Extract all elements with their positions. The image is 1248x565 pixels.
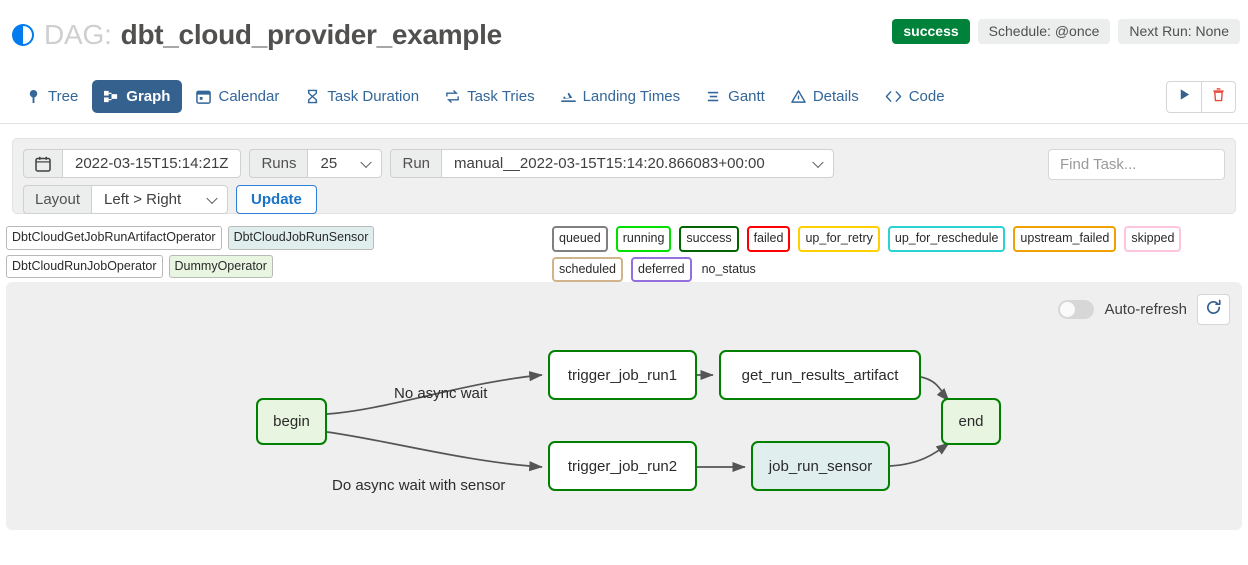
legend-operator-chip[interactable]: DbtCloudRunJobOperator [6, 254, 163, 278]
graph-node-trigger-job-run2[interactable]: trigger_job_run2 [548, 441, 697, 491]
legend-state-deferred[interactable]: deferred [631, 256, 692, 282]
tab-label: Graph [126, 88, 171, 105]
legend-states: queued running success failed up_for_ret… [552, 226, 1242, 282]
tab-tree[interactable]: Tree [14, 80, 90, 113]
graph-node-job-run-sensor[interactable]: job_run_sensor [751, 441, 890, 491]
filter-panel: 2022-03-15T15:14:21Z Runs 25 Run manual_… [12, 138, 1236, 214]
graph-panel: Auto-refresh begin trigger_job_run1 get_… [6, 282, 1242, 530]
execution-date-group: 2022-03-15T15:14:21Z [23, 149, 242, 178]
runs-select[interactable]: 25 [308, 149, 383, 178]
runs-group: Runs 25 [249, 149, 383, 178]
tab-label: Gantt [728, 88, 765, 105]
update-button[interactable]: Update [236, 185, 317, 214]
page-header: DAG: dbt_cloud_provider_example success … [0, 0, 1248, 70]
legend-operator-chip[interactable]: DummyOperator [168, 254, 273, 278]
dag-label: DAG: [44, 19, 112, 50]
next-run-badge: Next Run: None [1118, 19, 1240, 44]
layout-select[interactable]: Left > Right [92, 185, 229, 214]
delete-dag-button[interactable] [1201, 81, 1236, 113]
tab-label: Tree [48, 88, 79, 105]
calendar-icon[interactable] [23, 149, 63, 178]
graph-node-trigger-job-run1[interactable]: trigger_job_run1 [548, 350, 697, 400]
legend-operator-chip[interactable]: DbtCloudGetJobRunArtifactOperator [6, 226, 222, 250]
filter-row-primary: 2022-03-15T15:14:21Z Runs 25 Run manual_… [23, 149, 1225, 178]
warning-icon [791, 89, 806, 104]
header-badges: success Schedule: @once Next Run: None [892, 19, 1240, 44]
retry-icon [445, 89, 460, 104]
tab-label: Task Tries [467, 88, 535, 105]
legend-state-success[interactable]: success [679, 226, 739, 252]
filter-row-layout: Layout Left > Right Update [23, 185, 1225, 214]
run-label: Run [390, 149, 443, 178]
tab-details[interactable]: Details [779, 80, 871, 113]
trigger-dag-button[interactable] [1166, 81, 1201, 113]
calendar-icon [196, 89, 212, 104]
hourglass-icon [305, 89, 320, 104]
legend-operators: DbtCloudGetJobRunArtifactOperator DbtClo… [6, 226, 536, 278]
tab-label: Task Duration [327, 88, 420, 105]
auto-refresh-toggle[interactable] [1058, 300, 1095, 319]
refresh-icon [1205, 299, 1222, 321]
refresh-button[interactable] [1197, 294, 1230, 325]
legend-state-running[interactable]: running [615, 226, 672, 252]
layout-group: Layout Left > Right [23, 185, 229, 214]
tab-code[interactable]: Code [873, 80, 957, 113]
tab-label: Landing Times [582, 88, 681, 105]
layout-label: Layout [23, 185, 93, 214]
auto-refresh-label: Auto-refresh [1104, 301, 1187, 318]
tab-gantt[interactable]: Gantt [694, 80, 777, 113]
legend-state-queued[interactable]: queued [552, 226, 608, 252]
legend-state-up-for-retry[interactable]: up_for_retry [798, 226, 880, 252]
graph-node-get-run-results-artifact[interactable]: get_run_results_artifact [719, 350, 921, 400]
tab-calendar[interactable]: Calendar [184, 80, 291, 113]
tab-task-duration[interactable]: Task Duration [293, 80, 431, 113]
schedule-badge[interactable]: Schedule: @once [977, 19, 1111, 44]
graph-edges [326, 369, 950, 473]
legend-state-up-for-reschedule[interactable]: up_for_reschedule [887, 226, 1006, 252]
legend-state-upstream-failed[interactable]: upstream_failed [1013, 226, 1117, 252]
edge-label-do-async-wait: Do async wait with sensor [332, 477, 506, 494]
find-task-input[interactable]: Find Task... [1048, 149, 1225, 180]
run-group: Run manual__2022-03-15T15:14:20.866083+0… [390, 149, 835, 178]
graph-icon [104, 89, 119, 104]
code-icon [885, 89, 902, 104]
gantt-icon [706, 89, 721, 104]
play-icon [1178, 88, 1191, 106]
legend-operator-chip[interactable]: DbtCloudJobRunSensor [227, 226, 375, 250]
view-tabs: Tree Graph Calendar Task Duration Task T… [0, 70, 1248, 124]
page-title: dbt_cloud_provider_example [120, 19, 503, 50]
tab-landing-times[interactable]: Landing Times [549, 80, 693, 113]
pause-toggle-icon[interactable] [12, 24, 34, 46]
execution-date-input[interactable]: 2022-03-15T15:14:21Z [63, 149, 242, 178]
legend-state-skipped[interactable]: skipped [1124, 226, 1182, 252]
tab-task-tries[interactable]: Task Tries [433, 80, 547, 113]
runs-label: Runs [249, 149, 309, 178]
tab-graph[interactable]: Graph [92, 80, 183, 113]
tab-label: Details [812, 88, 859, 105]
legend-state-no-status: no_status [701, 261, 756, 276]
tree-icon [26, 89, 41, 104]
legend-state-failed[interactable]: failed [746, 226, 791, 252]
status-badge: success [892, 19, 970, 44]
tab-label: Code [908, 88, 945, 105]
landing-icon [560, 89, 576, 104]
edge-label-no-async-wait: No async wait [394, 385, 488, 402]
tab-label: Calendar [218, 88, 280, 105]
dag-actions [1166, 81, 1236, 113]
legend: DbtCloudGetJobRunArtifactOperator DbtClo… [6, 226, 1242, 282]
graph-toolbar: Auto-refresh [1058, 294, 1230, 325]
run-select[interactable]: manual__2022-03-15T15:14:20.866083+00:00 [442, 149, 835, 178]
graph-node-end[interactable]: end [941, 398, 1001, 445]
trash-icon [1212, 87, 1225, 107]
legend-state-scheduled[interactable]: scheduled [552, 256, 623, 282]
graph-node-begin[interactable]: begin [256, 398, 327, 445]
